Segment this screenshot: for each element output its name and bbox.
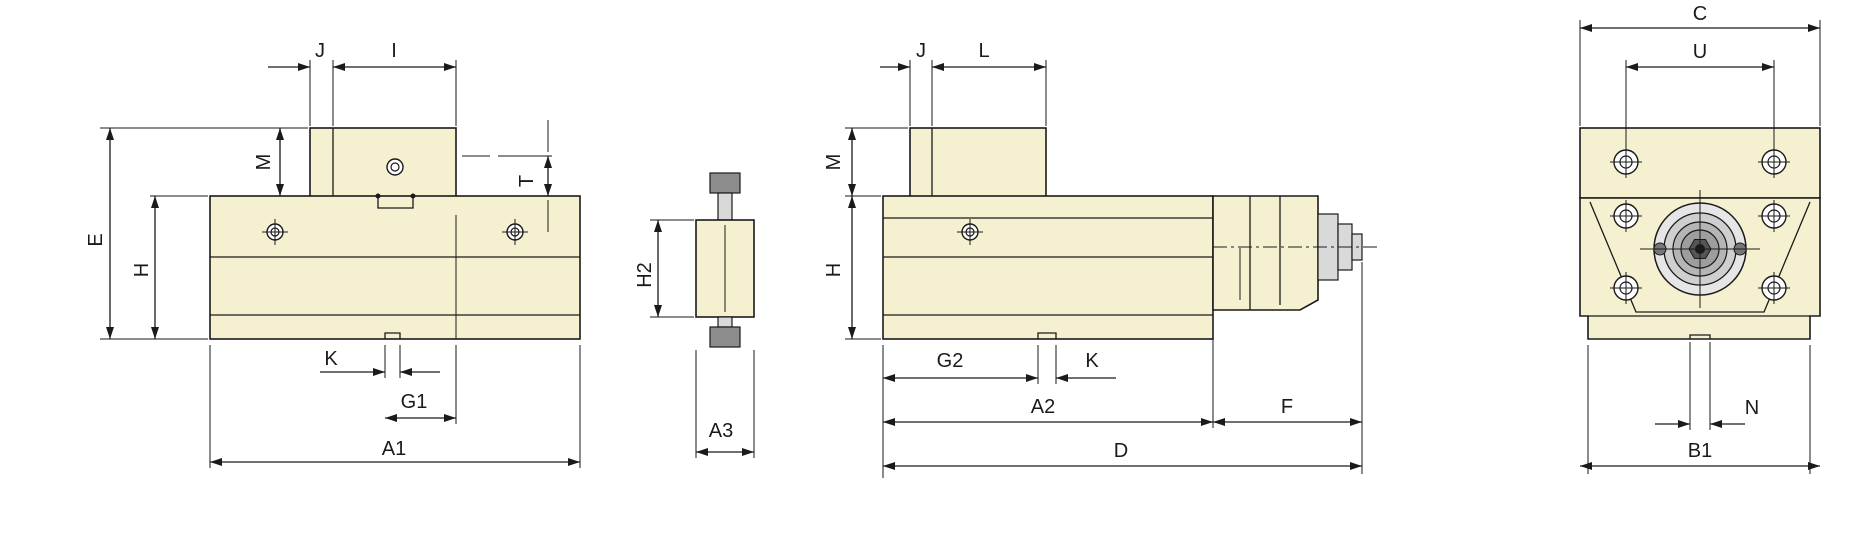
bottom-pin-head [709,326,741,348]
dim-n-label: N [1745,397,1759,419]
front-top-block [309,127,457,199]
dim-j2-label: J [916,40,926,62]
end-hole-4 [1758,200,1790,232]
spindle [1640,190,1760,308]
dim-a2-label: A2 [1031,396,1055,418]
dim-e-label: E [85,233,107,246]
dim-f-label: F [1281,396,1293,418]
dim-d-label: D [1114,440,1128,462]
dim-i-label: I [391,40,397,62]
end-hole-3 [1610,200,1642,232]
dim-g2-label: G2 [937,350,964,372]
side-view-long: J L M H G2 K A2 F D [823,40,1380,478]
front-view: J I E H M T K G1 A1 [85,40,581,468]
dim-u-label: U [1693,41,1707,63]
dim-h3-label: H [823,263,845,277]
long-top-block [909,127,1047,199]
dim-k2-label: K [1085,350,1099,372]
dim-j-label: J [315,40,325,62]
end-hole-1 [1610,146,1642,178]
dim-h2-label: H2 [634,262,656,288]
dim-k-label: K [324,348,338,370]
dim-c-label: C [1693,3,1707,25]
end-hole-6 [1758,272,1790,304]
dim-m2-label: M [823,154,845,171]
dim-g1-label: G1 [401,391,428,413]
dim-m-label: M [253,154,275,171]
front-hole-left [262,219,288,245]
dim-t-label: T [516,175,538,187]
end-view: C U N B1 [1579,3,1821,474]
front-hole-right [502,219,528,245]
dim-a1-label: A1 [382,438,406,460]
motor-housing [1212,195,1319,311]
dim-a3-label: A3 [709,420,733,442]
end-hole-5 [1610,272,1642,304]
front-main-body [209,195,581,340]
dim-l-label: L [978,40,989,62]
side-view-narrow: H2 A3 [634,172,755,458]
end-hole-2 [1758,146,1790,178]
front-hole-top [386,158,404,176]
dim-b1-label: B1 [1688,440,1712,462]
long-hole [957,219,983,245]
dim-h-label: H [131,263,153,277]
top-pin-head [709,172,741,194]
